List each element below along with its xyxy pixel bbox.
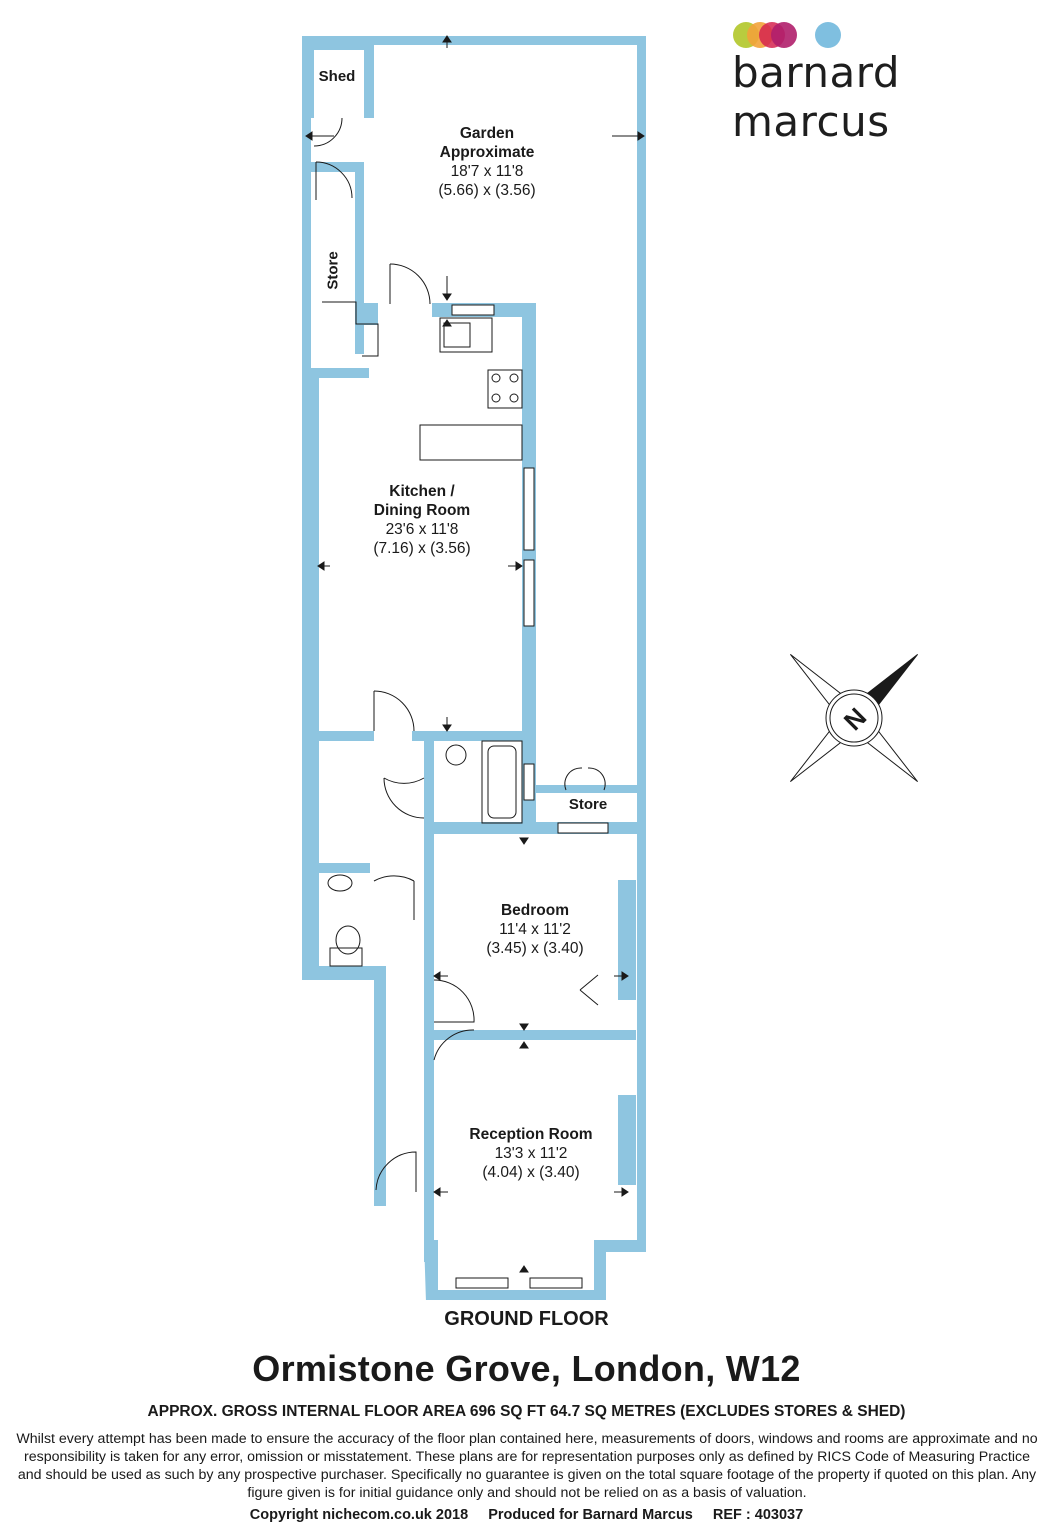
footer-ref: REF : 403037 [712,1507,804,1523]
bedroom-reception-wall [424,1030,636,1040]
kitchen-name-1: Kitchen / [389,483,455,500]
reception-imperial: 13'3 x 11'2 [494,1145,568,1162]
garden-imperial: 18'7 x 11'8 [450,163,524,180]
basin [445,744,467,766]
bedroom-imperial: 11'4 x 11'2 [499,921,571,938]
footer-copyright: Copyright nichecom.co.uk 2018 [249,1507,469,1523]
kitchen-imperial: 23'6 x 11'8 [385,521,459,538]
kitchen-wall-left [311,368,319,980]
footer: Copyright nichecom.co.uk 2018 Produced f… [0,1507,1053,1523]
wc-wall-bottom [316,966,386,980]
kitchen-sink [439,317,493,353]
kitchen-counter [419,424,523,461]
floors [319,378,618,1290]
garden-label: Garden Approximate 18'7 x 11'8 (5.66) x … [387,124,587,200]
hob [487,369,523,409]
garden-metric: (5.66) x (3.56) [438,182,536,199]
garden-name-2: Approximate [439,144,535,161]
toilet [335,925,361,955]
store-left-label: Store [324,251,342,290]
garden-name-1: Garden [459,125,515,142]
brand-logo: barnard marcus [732,18,1032,146]
footer-produced: Produced for Barnard Marcus [488,1507,693,1523]
wc-basin [327,874,353,892]
bath-wall-left [424,741,434,837]
area-summary: APPROX. GROSS INTERNAL FLOOR AREA 696 SQ… [147,1403,906,1420]
dimension-arrows [305,35,645,1273]
reception-chimney [618,1095,636,1185]
disclaimer-text: Whilst every attempt has been made to en… [16,1431,1038,1501]
windows [451,304,609,1289]
brand-dots-icon [733,22,841,48]
hall-wall-left [374,966,386,1206]
shed-label: Shed [318,68,356,85]
kitchen-label: Kitchen / Dining Room 23'6 x 11'8 (7.16)… [322,482,522,558]
kitchen-name-2: Dining Room [373,502,471,519]
store-walls [311,162,364,354]
hall-wall-top [316,731,374,741]
reception-bay [424,1240,646,1300]
kitchen-nib-left [316,368,369,378]
bedroom-chimney [618,880,636,1000]
wc-wall-top [316,863,370,873]
bedroom-wall-left [424,822,436,1262]
bedroom-name: Bedroom [500,902,570,919]
brand-name: barnard marcus [732,48,900,146]
shed-walls [305,40,374,118]
kitchen-metric: (7.16) x (3.56) [373,540,471,557]
kitchen-wall-top-left [364,303,378,325]
bath-wall-top [412,731,536,741]
bedroom-label: Bedroom 11'4 x 11'2 (3.45) x (3.40) [436,901,634,958]
reception-name: Reception Room [469,1126,593,1143]
reception-metric: (4.04) x (3.40) [482,1164,580,1181]
store-right-top [536,785,646,793]
compass-rose [789,653,919,783]
fixtures [322,301,523,967]
floor-plan [302,35,919,1300]
bath [481,740,523,824]
bedroom-metric: (3.45) x (3.40) [486,940,584,957]
property-address: Ormistone Grove, London, W12 [252,1348,801,1389]
store-right-label: Store [568,796,608,813]
doors [313,117,606,1192]
floor-name: GROUND FLOOR [444,1308,609,1330]
reception-label: Reception Room 13'3 x 11'2 (4.04) x (3.4… [432,1125,630,1182]
